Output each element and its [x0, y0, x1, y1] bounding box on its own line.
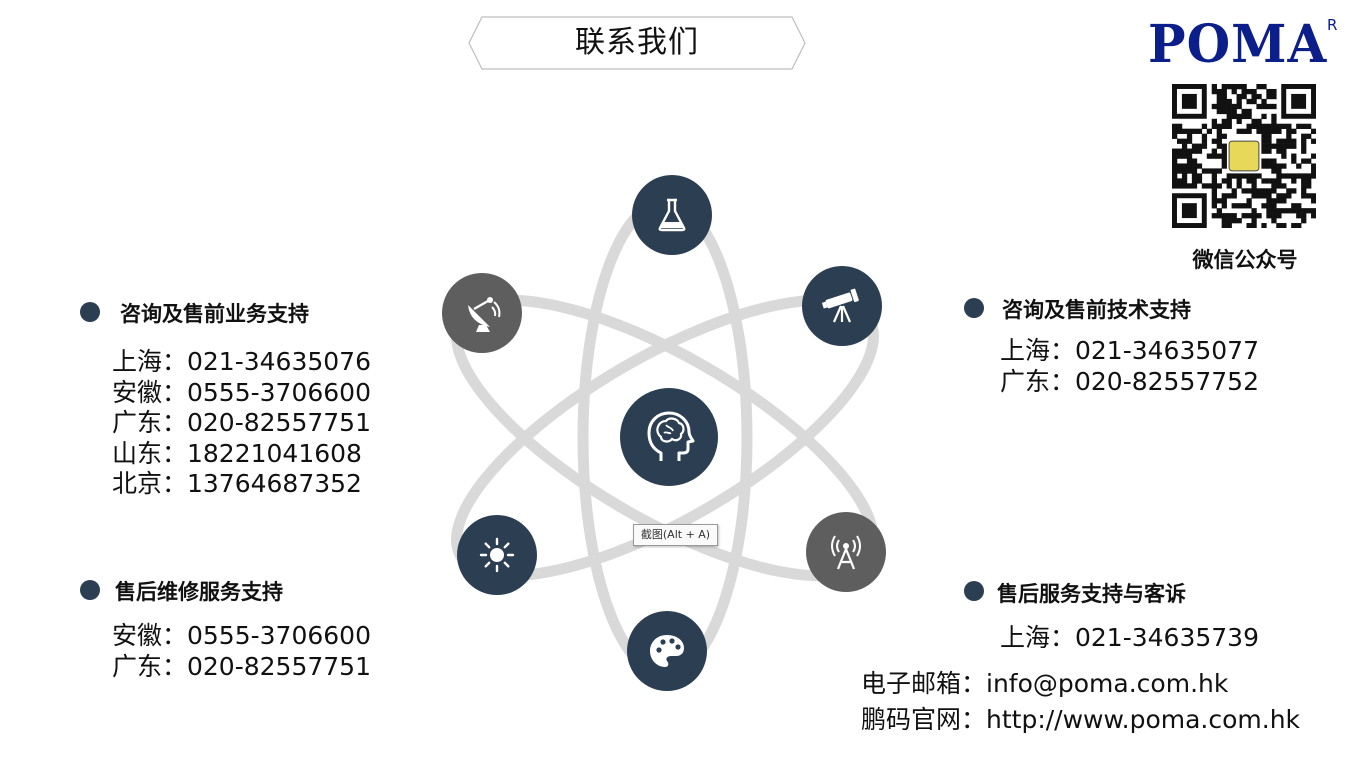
contact-line: 广东：020-82557751	[112, 651, 371, 681]
brain-head-icon	[647, 411, 695, 461]
presale-business-list: 上海：021-34635076 安徽：0555-3706600 广东：020-8…	[112, 347, 371, 500]
flask-node	[632, 175, 712, 255]
banner-frame	[468, 16, 806, 70]
telescope-node	[802, 266, 882, 346]
contact-line: 广东：020-82557752	[1000, 366, 1259, 396]
aftersales-heading: 售后服务支持与客诉	[997, 582, 1186, 606]
antenna-icon	[831, 535, 861, 570]
section-bullet	[964, 581, 984, 601]
website-line[interactable]: 鹏码官网：http://www.poma.com.hk	[861, 705, 1301, 734]
page-title: 联系我们	[575, 25, 699, 60]
satellite-dish-node	[442, 273, 522, 353]
flask-icon	[658, 198, 686, 232]
contact-line: 广东：020-82557751	[112, 408, 371, 437]
poma-logo: POMA	[1148, 12, 1328, 75]
antenna-node	[806, 512, 886, 592]
sun-node	[457, 515, 537, 595]
section-bullet	[964, 298, 984, 318]
contact-line: 北京：13764687352	[112, 469, 362, 498]
presale-tech-heading: 咨询及售前技术支持	[1002, 298, 1191, 322]
repair-list: 安徽：0555-3706600 广东：020-82557751	[112, 621, 371, 682]
email-line[interactable]: 电子邮箱：info@poma.com.hk	[861, 669, 1229, 698]
registered-mark: R	[1327, 16, 1338, 34]
satellite-dish-icon	[468, 297, 501, 332]
telescope-icon	[821, 288, 859, 323]
contact-line: 山东：18221041608	[112, 438, 362, 468]
contact-line: 上海：021-34635077	[1000, 336, 1259, 365]
presale-tech-list: 上海：021-34635077 广东：020-82557752	[1000, 336, 1259, 397]
wechat-label: 微信公众号	[1192, 248, 1298, 272]
repair-heading: 售后维修服务支持	[115, 580, 283, 604]
title-banner: 联系我们	[468, 16, 806, 70]
contact-line: 上海：021-34635076	[112, 347, 371, 376]
contact-line: 安徽：0555-3706600	[112, 621, 371, 650]
brain-head-node	[620, 388, 718, 486]
screenshot-tooltip: 截图(Alt + A)	[633, 524, 718, 546]
wechat-qr-code	[1172, 84, 1316, 228]
section-bullet	[80, 302, 100, 322]
aftersales-list: 上海：021-34635739	[1000, 623, 1259, 654]
section-bullet	[80, 580, 100, 600]
contact-line: 安徽：0555-3706600	[112, 377, 371, 407]
contact-line: 上海：021-34635739	[1000, 623, 1259, 652]
sun-icon	[479, 537, 515, 573]
palette-icon	[650, 635, 684, 667]
palette-node	[627, 611, 707, 691]
presale-business-heading: 咨询及售前业务支持	[120, 302, 309, 326]
